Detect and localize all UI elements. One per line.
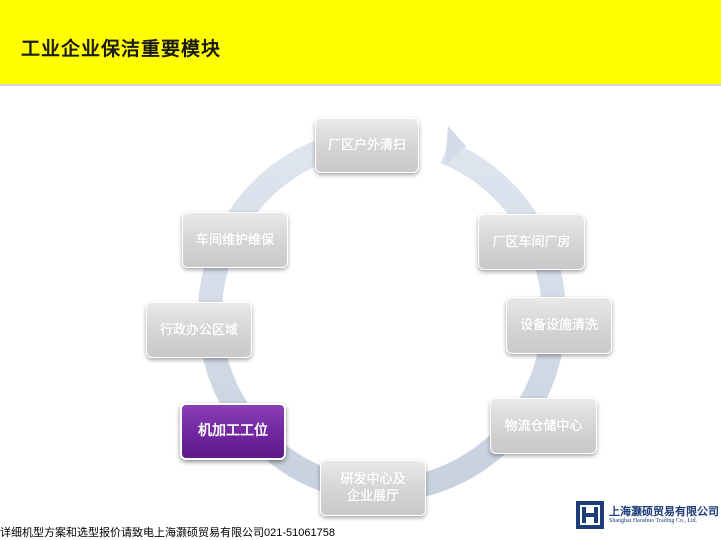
company-logo: 上海灏硕贸易有限公司 Shanghai Haoshuo Trading Co.,… [575,500,721,532]
node-label: 研发中心及 企业展厅 [340,472,406,504]
title-bar: 工业企业保洁重要模块 [0,0,721,86]
logo-company-en: Shanghai Haoshuo Trading Co., Ltd. [609,518,698,524]
node-workshop-plant[interactable]: 厂区车间厂房 [478,214,585,270]
node-label: 厂区车间厂房 [492,234,571,250]
node-label: 车间维护维保 [195,232,274,248]
node-label: 机加工工位 [198,423,268,439]
logo-company-cn: 上海灏硕贸易有限公司 [609,505,719,518]
node-machining-station[interactable]: 机加工工位 [180,403,286,460]
node-rnd-showroom[interactable]: 研发中心及 企业展厅 [320,460,426,516]
node-admin-office[interactable]: 行政办公区域 [146,302,252,358]
contact-text: 详细机型方案和选型报价请致电上海灏硕贸易有限公司021-51061758 [0,527,335,539]
cycle-arrow-head-icon [445,126,466,166]
node-workshop-maintenance[interactable]: 车间维护维保 [182,212,288,268]
node-label: 厂区户外清扫 [327,138,406,153]
node-outdoor-cleaning[interactable]: 厂区户外清扫 [315,118,419,173]
node-label: 设备设施清洗 [519,318,598,333]
node-equipment-cleaning[interactable]: 设备设施清洗 [506,297,612,354]
page-title: 工业企业保洁重要模块 [21,38,222,60]
haoshuo-logo-icon [576,501,604,529]
node-logistics-warehouse[interactable]: 物流仓储中心 [490,398,597,454]
node-label: 行政办公区域 [159,322,238,338]
node-label: 物流仓储中心 [504,418,583,434]
